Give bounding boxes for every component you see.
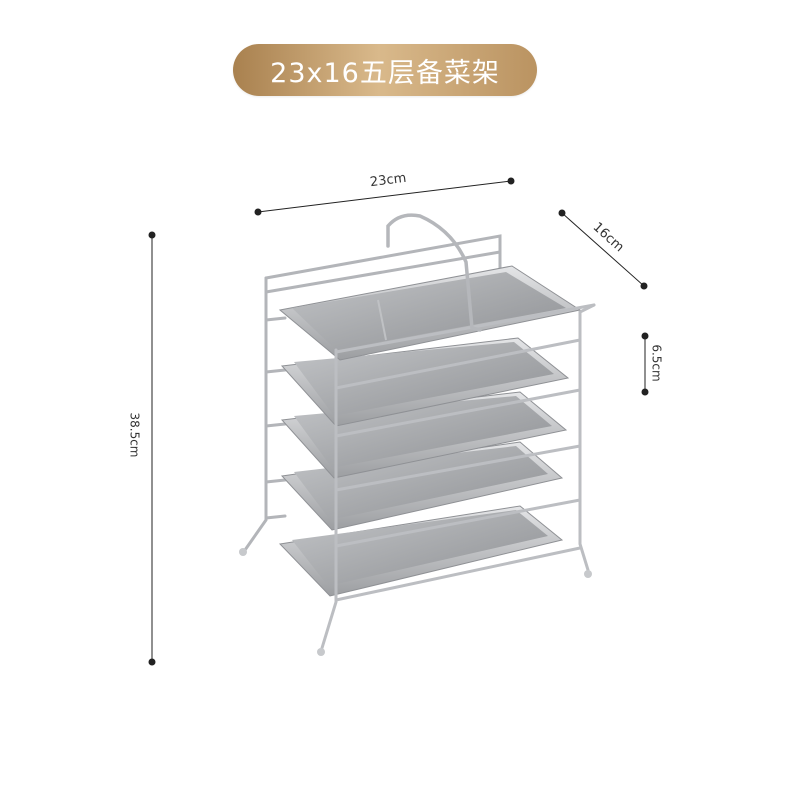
height-dimension-label: 38.5cm bbox=[128, 412, 142, 457]
width-dimension-line bbox=[254, 177, 515, 216]
tier-spacing-dimension-label: 6.5cm bbox=[650, 344, 664, 381]
rack-foot-front-right bbox=[584, 570, 592, 578]
rack-handle bbox=[386, 213, 482, 332]
tier-spacing-dimension-line bbox=[641, 332, 649, 396]
rack-foot-back-left bbox=[239, 548, 247, 556]
tray-5 bbox=[278, 505, 564, 597]
product-title: 23x16五层备菜架 bbox=[270, 57, 500, 89]
product-title-badge: 23x16五层备菜架 bbox=[233, 44, 537, 96]
height-value: 38.5cm bbox=[127, 412, 142, 458]
height-dimension-line bbox=[148, 231, 156, 666]
tier-spacing-value: 6.5cm bbox=[649, 344, 664, 382]
depth-dimension-line bbox=[558, 209, 648, 290]
tray-2 bbox=[280, 337, 570, 427]
rack-foot-front-left bbox=[317, 648, 325, 656]
rack-frame-front bbox=[320, 303, 596, 650]
tray-1-top bbox=[278, 265, 582, 361]
